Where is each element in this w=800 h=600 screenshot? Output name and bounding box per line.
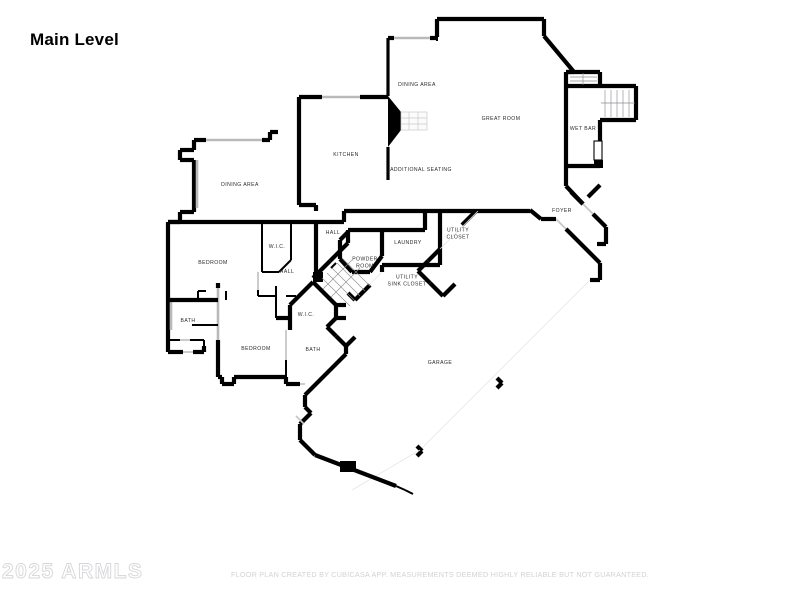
- footer-disclaimer: FLOOR PLAN CREATED BY CUBICASA APP. MEAS…: [231, 570, 650, 579]
- room-label-line: W.I.C.: [298, 312, 315, 318]
- room-label-line: DINING AREA: [398, 82, 436, 88]
- room-label-hall-lower: HALL: [280, 269, 295, 275]
- additional-seating-counter: [400, 111, 428, 131]
- room-label-line: GARAGE: [428, 360, 453, 366]
- room-label-garage: GARAGE: [428, 360, 453, 366]
- stair-treads-upper: [570, 73, 597, 85]
- exterior-walls: [165, 16, 639, 495]
- room-label-great-room: GREAT ROOM: [482, 116, 521, 122]
- room-label-line: LAUNDRY: [394, 240, 422, 246]
- room-label-laundry: LAUNDRY: [394, 240, 422, 246]
- room-label-line: DINING AREA: [221, 182, 259, 188]
- room-label-line: CLOSET: [446, 235, 469, 241]
- room-label-line: FOYER: [552, 208, 572, 214]
- room-label-line: SINK CLOSET: [388, 282, 427, 288]
- stair-treads-center: [319, 257, 371, 307]
- room-label-line: BEDROOM: [241, 346, 270, 352]
- interior-walls: [168, 208, 530, 397]
- room-label-foyer: FOYER: [552, 208, 572, 214]
- room-label-line: HALL: [326, 230, 341, 236]
- room-label-bedroom-upper: BEDROOM: [198, 260, 227, 266]
- room-label-line: GREAT ROOM: [482, 116, 521, 122]
- room-label-bath-center: BATH: [305, 347, 320, 353]
- room-label-dining-area-left: DINING AREA: [221, 182, 259, 188]
- fireplace-hearth: [388, 96, 401, 147]
- room-label-line: BEDROOM: [198, 260, 227, 266]
- garage-pillar: [340, 461, 356, 472]
- armls-watermark: 2025 ARMLS: [2, 560, 144, 584]
- room-label-line: KITCHEN: [333, 152, 359, 158]
- room-label-wic-upper: W.I.C.: [269, 244, 286, 250]
- room-label-dining-area-upper: DINING AREA: [398, 82, 436, 88]
- room-label-group: DINING AREA GREAT ROOM WET BAR KITCHEN ADDIT…: [180, 82, 596, 366]
- room-label-line: UTILITY: [396, 275, 418, 281]
- wet-bar-counter: [593, 140, 603, 161]
- room-label-kitchen: KITCHEN: [333, 152, 359, 158]
- page-title: Main Level: [30, 30, 119, 49]
- room-label-line: POWDER: [352, 257, 378, 263]
- room-label-line: ROOM: [356, 264, 374, 270]
- room-label-additional-seating: ADDITIONAL SEATING: [390, 167, 452, 173]
- room-label-line: ADDITIONAL SEATING: [390, 167, 452, 173]
- room-label-wet-bar: WET BAR: [570, 126, 596, 132]
- room-label-wic-lower: W.I.C.: [298, 312, 315, 318]
- stair-treads-right: [601, 90, 635, 117]
- room-label-line: BATH: [305, 347, 320, 353]
- room-label-line: BATH: [180, 318, 195, 324]
- room-label-bath-left: BATH: [180, 318, 195, 324]
- room-label-hall-upper: HALL: [326, 230, 341, 236]
- room-label-line: UTILITY: [447, 228, 469, 234]
- room-label-bedroom-lower: BEDROOM: [241, 346, 270, 352]
- room-label-line: HALL: [280, 269, 295, 275]
- room-label-line: WET BAR: [570, 126, 596, 132]
- room-label-line: W.I.C.: [269, 244, 286, 250]
